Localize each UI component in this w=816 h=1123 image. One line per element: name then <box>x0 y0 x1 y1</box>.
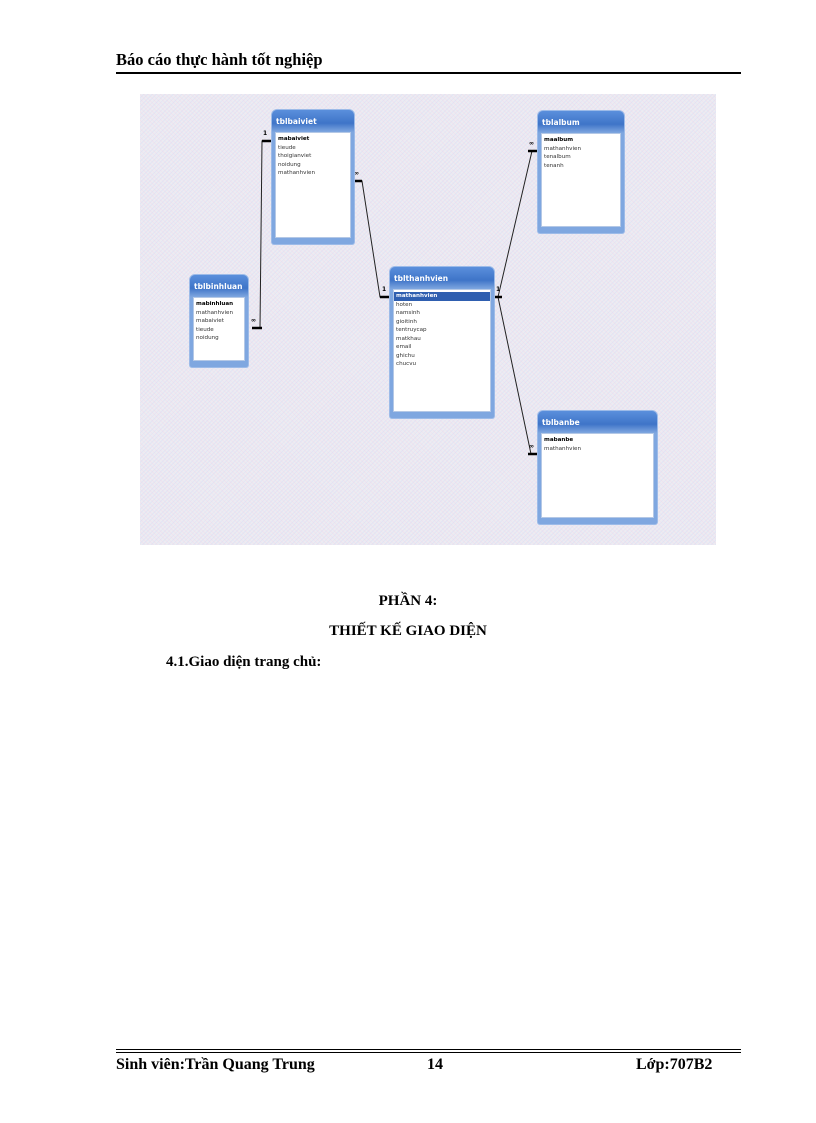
database-relationship-diagram: 1 ∞ ∞ 1 1 ∞ ∞ tblbaiviet mabaiviet tieud… <box>140 94 716 545</box>
field: mathanhvien <box>278 170 315 176</box>
field-primary-key: maalbum <box>544 137 574 143</box>
table-tblthanhvien[interactable]: tblthanhvien mathanhvien hoten namsinh g… <box>390 267 494 418</box>
field: namsinh <box>396 310 420 316</box>
field: gioitinh <box>396 318 417 325</box>
cardinality-many: ∞ <box>529 443 534 450</box>
table-tblbinhluan[interactable]: tblbinhluan mabinhluan mathanhvien mabai… <box>190 275 248 367</box>
table-title: tblbanbe <box>538 411 657 433</box>
table-title: tblbaiviet <box>272 110 354 132</box>
cardinality-many: ∞ <box>354 170 359 177</box>
field: email <box>396 344 412 350</box>
footer-divider <box>116 1049 741 1053</box>
field-primary-key-selected: mathanhvien <box>394 292 490 301</box>
field-primary-key: mabaiviet <box>278 136 310 142</box>
field: matkhau <box>396 335 421 342</box>
table-tblalbum[interactable]: tblalbum maalbum mathanhvien tenalbum te… <box>538 111 624 233</box>
field: chucvu <box>396 361 417 367</box>
field: tenalbum <box>544 154 571 160</box>
field: mathanhvien <box>544 445 581 452</box>
field: mathanhvien <box>196 309 233 316</box>
table-tblbaiviet[interactable]: tblbaiviet mabaiviet tieude thoigianviet… <box>272 110 354 244</box>
table-fields: mathanhvien hoten namsinh gioitinh tentr… <box>393 289 491 412</box>
field: noidung <box>196 335 219 341</box>
table-fields: mabinhluan mathanhvien mabaiviet tieude … <box>193 297 245 361</box>
field: mathanhvien <box>544 145 581 152</box>
field: mabaiviet <box>196 318 224 324</box>
cardinality-one: 1 <box>263 130 268 137</box>
header-title: Báo cáo thực hành tốt nghiệp <box>116 50 323 69</box>
cardinality-one: 1 <box>496 286 501 293</box>
field: thoigianviet <box>278 153 312 159</box>
table-fields: maalbum mathanhvien tenalbum tenanh <box>541 133 621 227</box>
table-tblbanbe[interactable]: tblbanbe mabanbe mathanhvien <box>538 411 657 524</box>
field-primary-key: mabanbe <box>544 437 574 443</box>
table-title: tblalbum <box>538 111 624 133</box>
page-header: Báo cáo thực hành tốt nghiệp <box>116 50 741 74</box>
footer-page-number: 14 <box>427 1056 443 1073</box>
relationship-lines <box>252 139 538 456</box>
field: tenanh <box>544 162 564 169</box>
part-title: THIẾT KẾ GIAO DIỆN <box>329 623 487 639</box>
field-primary-key: mabinhluan <box>196 301 234 307</box>
field: tieude <box>196 326 214 333</box>
cardinality-one: 1 <box>382 286 387 293</box>
field: ghichu <box>396 352 415 359</box>
table-title: tblthanhvien <box>390 267 494 289</box>
part-heading: PHẦN 4: <box>378 593 438 609</box>
field: tentruycap <box>396 327 427 333</box>
field: noidung <box>278 161 301 168</box>
field: tieude <box>278 144 296 151</box>
table-title: tblbinhluan <box>190 275 248 297</box>
footer-student: Sinh viên:Trần Quang Trung <box>116 1056 315 1073</box>
table-fields: mabanbe mathanhvien <box>541 433 654 518</box>
subsection-heading: 4.1.Giao diện trang chủ: <box>166 654 322 670</box>
cardinality-many: ∞ <box>251 317 256 324</box>
footer-class: Lớp:707B2 <box>636 1056 713 1073</box>
field: hoten <box>396 301 413 308</box>
cardinality-many: ∞ <box>529 140 534 147</box>
table-fields: mabaiviet tieude thoigianviet noidung ma… <box>275 132 351 238</box>
